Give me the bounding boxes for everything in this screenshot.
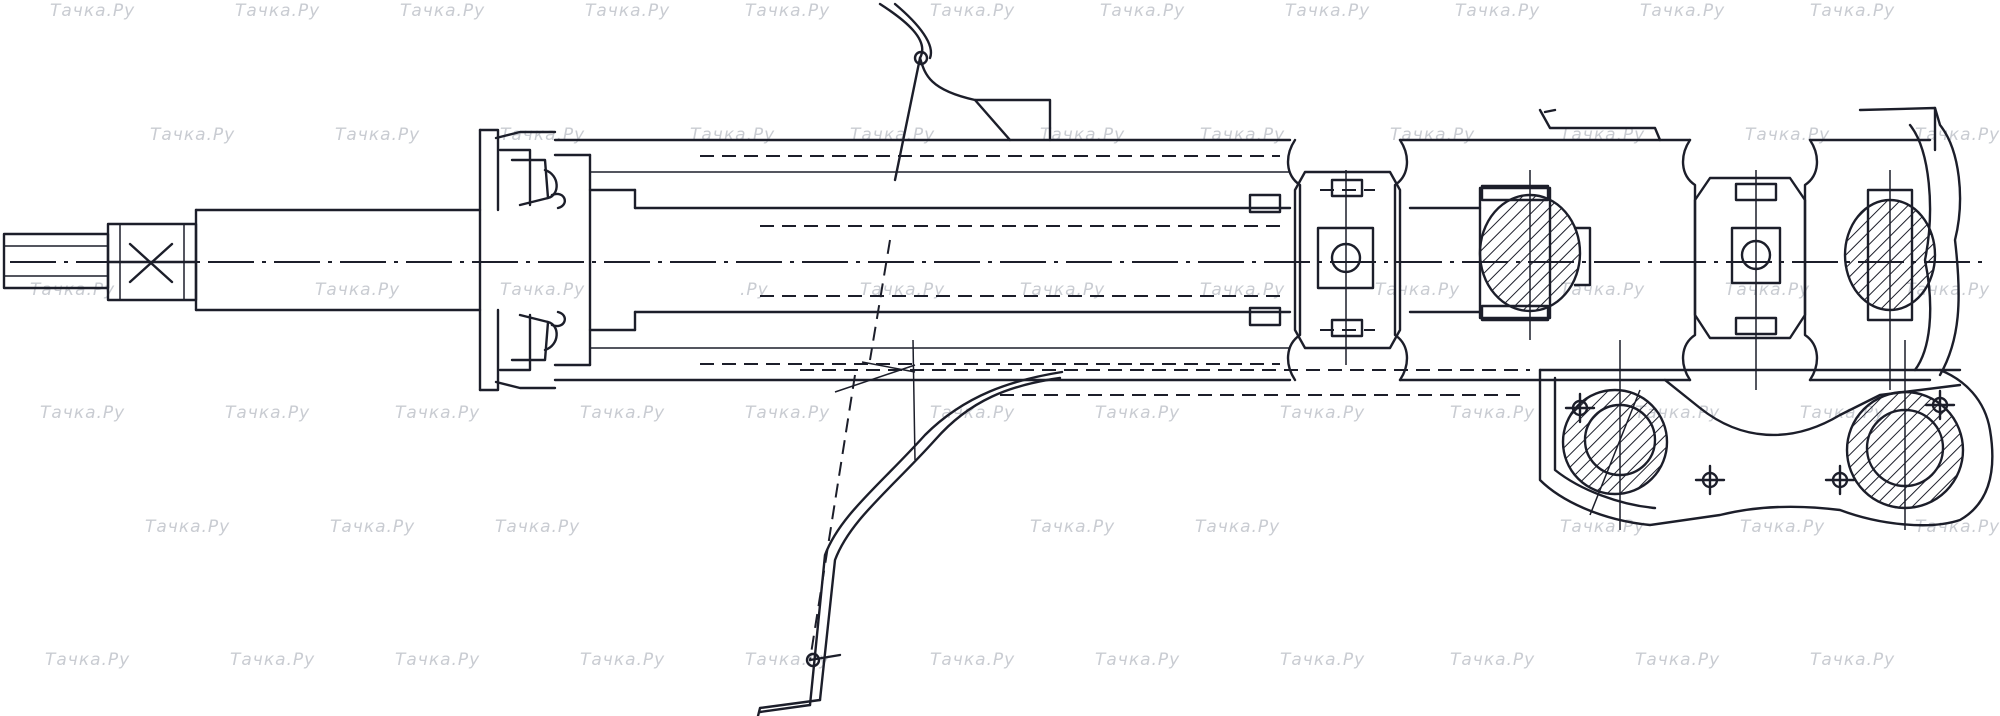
watermark-text: Тачка.Ру	[395, 403, 480, 423]
watermark-text: Тачка.Ру	[230, 650, 315, 670]
watermark-text: Тачка.Ру	[145, 517, 230, 537]
end-cap	[1808, 106, 1962, 390]
watermark-text: Тачка.Ру	[495, 517, 580, 537]
valve-block	[1681, 138, 1819, 390]
watermark-text: Тачка.Ру	[30, 280, 115, 300]
watermark-text: Тачка.Ру	[1640, 1, 1725, 21]
watermark-text: Тачка.Ру	[1635, 650, 1720, 670]
watermark-text: Тачка.Ру	[1450, 403, 1535, 423]
watermark-text: Тачка.Ру	[1100, 1, 1185, 21]
outer-tube	[553, 138, 1292, 382]
watermark-text: Тачка.Ру	[150, 125, 235, 145]
watermark-text: Тачка.Ру	[1020, 280, 1105, 300]
watermark-text: Тачка.Ру	[580, 650, 665, 670]
watermark-text: Тачка.Ру	[1915, 517, 2000, 537]
watermark-text: Тачка.Ру	[1280, 403, 1365, 423]
watermark-text: Тачка.Ру	[1560, 517, 1645, 537]
watermark-text: Тачка.Ру	[1455, 1, 1540, 21]
watermark-text: Тачка.Ру	[315, 280, 400, 300]
middle-bracket	[1286, 138, 1409, 382]
watermark-text: Тачка.Ру	[930, 1, 1015, 21]
watermark-text: Тачка.Ру	[1810, 650, 1895, 670]
watermark-text: Тачка.Ру	[745, 403, 830, 423]
watermark-text: Тачка.Ру	[1095, 403, 1180, 423]
watermark-text: Тачка.Ру	[1200, 280, 1285, 300]
watermark-text: Тачка.Ру	[850, 125, 935, 145]
watermark-text: Тачка.Ру	[745, 1, 830, 21]
watermark-text: Тачка.Ру	[745, 650, 830, 670]
watermark-text: Тачка.Ру	[40, 403, 125, 423]
watermark-text: Тачка.Ру	[1390, 125, 1475, 145]
watermark-text: Тачка.Ру	[1450, 650, 1535, 670]
watermark-text: Тачка.Ру	[1375, 280, 1460, 300]
watermark-text: Тачка.Ру	[400, 1, 485, 21]
piston-rod	[10, 208, 1990, 312]
watermark-text: Тачка.Ру	[395, 650, 480, 670]
watermark-text: Тачка.Ру	[585, 1, 670, 21]
watermark-text: Тачка.Ру	[930, 650, 1015, 670]
center-lines	[800, 369, 1530, 396]
watermark-text: Тачка.Ру	[1745, 125, 1830, 145]
watermark-text: Тачка.Ру	[930, 403, 1015, 423]
watermark-text: Тачка.Ру	[335, 125, 420, 145]
watermark-text: Тачка.Ру	[580, 403, 665, 423]
watermark-text: Тачка.Ру	[1915, 125, 2000, 145]
watermark-text: Тачка.Ру	[50, 1, 135, 21]
watermark-text: Тачка.Ру	[1095, 650, 1180, 670]
watermark-text: Тачка.Ру	[1810, 1, 1895, 21]
watermark-text: Тачка.Ру	[1195, 517, 1280, 537]
watermark-text: Тачка.Ру	[330, 517, 415, 537]
watermark-text: Тачка.Ру	[235, 1, 320, 21]
watermark-text: Тачка.Ру	[1280, 650, 1365, 670]
watermark-text: Тачка.Ру	[1030, 517, 1115, 537]
watermark-text: Тачка.Ру	[500, 280, 585, 300]
watermark-text: Тачка.Ру	[1725, 280, 1810, 300]
spring-bracket	[756, 2, 1064, 716]
knuckle-bracket	[1538, 108, 1994, 530]
watermark-text: Тачка.Ру	[1740, 517, 1825, 537]
watermark-text: Тачка.Ру	[1200, 125, 1285, 145]
watermark-text: Тачка.Ру	[1285, 1, 1370, 21]
watermark-text: Тачка.Ру	[1040, 125, 1125, 145]
piston-assembly	[1398, 138, 1692, 382]
watermark-text: Тачка.Ру	[45, 650, 130, 670]
watermark-text: Тачка.Ру	[690, 125, 775, 145]
watermark-text: Тачка.Ру	[225, 403, 310, 423]
top-cap	[478, 128, 566, 392]
